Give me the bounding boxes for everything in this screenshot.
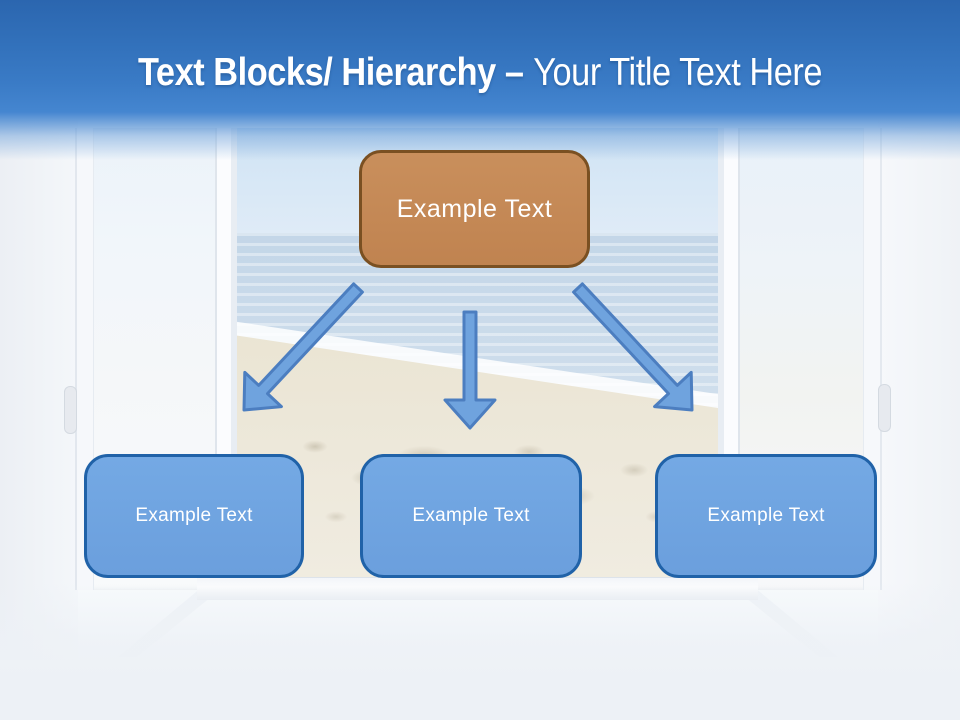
arrow-down-icon[interactable]: [443, 310, 497, 430]
window-handle-left: [64, 386, 77, 434]
slide-title[interactable]: Text Blocks/ Hierarchy –Your Title Text …: [58, 47, 903, 99]
arrow-down-right-icon[interactable]: [572, 282, 694, 412]
window-handle-right: [878, 384, 891, 432]
root-node-box[interactable]: Example Text: [359, 150, 590, 268]
slide-header: [0, 0, 960, 160]
arrow-down-left-icon[interactable]: [242, 282, 364, 412]
child-node-box-1[interactable]: Example Text: [84, 454, 304, 578]
child-node-label: Example Text: [412, 505, 530, 526]
root-node-label: Example Text: [396, 194, 553, 223]
child-node-label: Example Text: [135, 505, 253, 526]
wall-right: [878, 120, 960, 660]
child-node-label: Example Text: [707, 505, 825, 526]
title-bold-text: Text Blocks/ Hierarchy –: [137, 51, 524, 94]
title-regular-text: Your Title Text Here: [533, 51, 823, 94]
child-node-box-3[interactable]: Example Text: [655, 454, 877, 578]
bottom-fade: [0, 582, 960, 720]
child-node-box-2[interactable]: Example Text: [360, 454, 582, 578]
